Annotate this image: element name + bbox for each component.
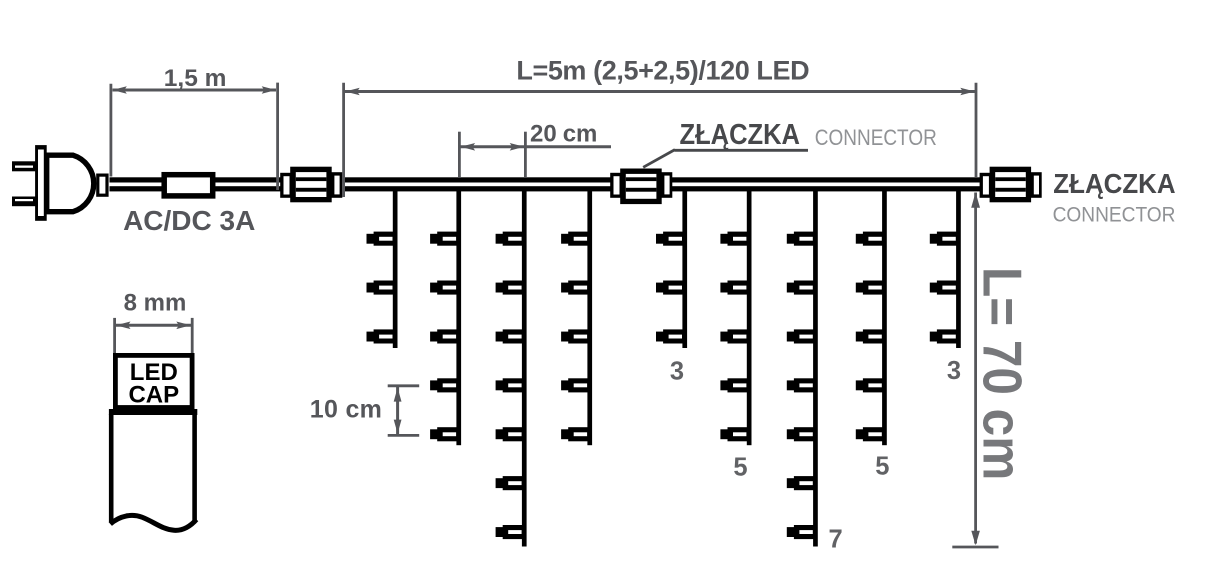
svg-text:L= 70 cm: L= 70 cm [971, 267, 1032, 480]
svg-text:LED: LED [130, 359, 178, 386]
svg-text:3: 3 [670, 358, 684, 386]
svg-text:7: 7 [829, 526, 843, 554]
svg-text:5: 5 [875, 453, 889, 481]
svg-text:5: 5 [733, 454, 747, 482]
svg-text:ZŁĄCZKA: ZŁĄCZKA [1053, 168, 1175, 199]
svg-text:AC/DC 3A: AC/DC 3A [123, 205, 255, 236]
svg-text:3: 3 [947, 357, 961, 385]
svg-text:CAP: CAP [128, 381, 179, 408]
svg-text:ZŁĄCZKA: ZŁĄCZKA [680, 119, 801, 151]
svg-text:L=5m (2,5+2,5)/120 LED: L=5m (2,5+2,5)/120 LED [516, 56, 809, 86]
svg-text:8 mm: 8 mm [124, 290, 187, 317]
svg-text:10 cm: 10 cm [310, 396, 382, 424]
svg-text:CONNECTOR: CONNECTOR [815, 125, 937, 150]
svg-text:CONNECTOR: CONNECTOR [1053, 202, 1176, 226]
svg-text:1,5 m: 1,5 m [164, 65, 227, 92]
